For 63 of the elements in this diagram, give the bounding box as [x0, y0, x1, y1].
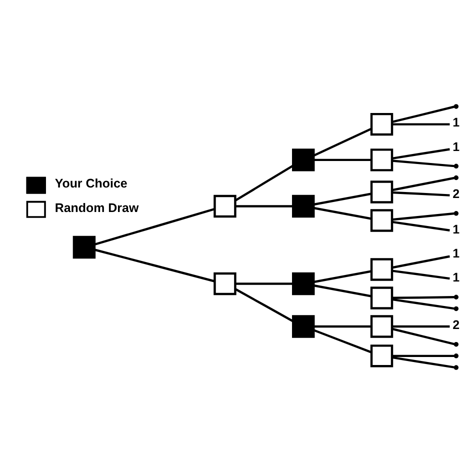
connector: [392, 160, 454, 168]
node-point: [454, 175, 459, 180]
node-box: [292, 272, 315, 296]
connector: [313, 270, 372, 284]
legend-label: Your Choice: [54, 176, 128, 191]
node-box: [370, 209, 394, 232]
connector: [94, 248, 215, 282]
node-box: [370, 344, 394, 368]
legend-label: Random Draw: [54, 200, 139, 215]
connector: [392, 106, 454, 124]
connector: [313, 192, 372, 206]
node-box: [292, 315, 315, 338]
node-box: [72, 236, 96, 259]
connector: [392, 123, 450, 126]
connector: [235, 282, 293, 285]
node-point: [454, 342, 459, 347]
connector: [392, 356, 454, 368]
node-box: [214, 272, 236, 296]
connector: [314, 325, 372, 328]
connector: [392, 325, 450, 328]
connector: [235, 205, 293, 208]
connector: [392, 255, 450, 269]
connector: [392, 212, 454, 221]
connector: [392, 270, 450, 280]
node-point: [454, 164, 459, 169]
node-point: [454, 294, 459, 300]
node-box: [370, 112, 394, 136]
node-box: [370, 286, 394, 310]
connector: [392, 220, 450, 232]
node-box: [292, 148, 315, 172]
node-text: 1: [452, 246, 460, 261]
node-box: [292, 194, 315, 218]
node-text: 1: [452, 140, 460, 154]
node-text: 1: [452, 270, 460, 285]
connector: [392, 328, 454, 346]
node-point: [454, 365, 459, 370]
connector: [313, 206, 372, 220]
connector: [313, 128, 372, 157]
connector: [313, 284, 372, 298]
node-box: [370, 148, 394, 172]
node-text: 2: [452, 318, 460, 332]
connector: [392, 296, 454, 300]
connector: [392, 354, 454, 358]
connector: [94, 208, 215, 246]
connector: [234, 288, 294, 322]
node-point: [454, 354, 459, 358]
connector: [234, 164, 294, 202]
connector: [392, 191, 450, 196]
node-point: [454, 211, 459, 216]
node-point: [454, 306, 459, 312]
node-box: [214, 194, 236, 218]
connector: [313, 329, 372, 354]
node-box: [370, 315, 394, 338]
node-text: 1: [452, 222, 460, 237]
node-text: 1: [452, 116, 460, 130]
node-point: [454, 104, 459, 109]
node-text: 2: [452, 186, 460, 201]
connector: [392, 148, 450, 160]
node-box: [370, 258, 394, 281]
connector: [392, 176, 454, 192]
connector: [314, 158, 372, 162]
node-box: [370, 180, 394, 204]
connector: [392, 298, 454, 310]
